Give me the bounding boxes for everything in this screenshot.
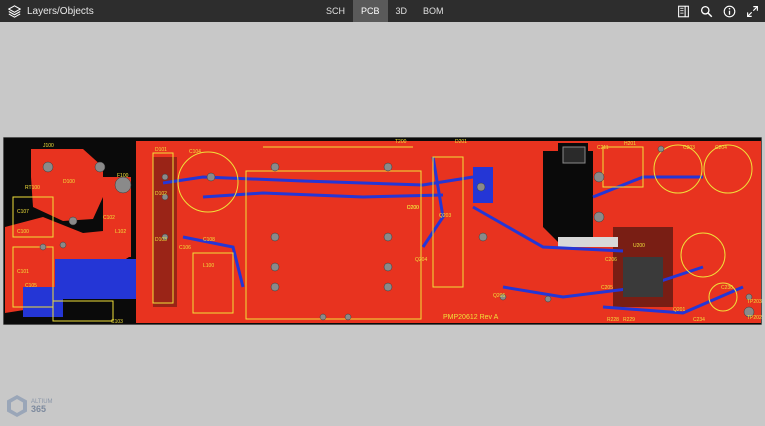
component-designator: D103 [155, 237, 167, 243]
component-designator: RT100 [25, 185, 40, 191]
altium-wordmark-line2: 365 [31, 404, 47, 414]
layers-objects-button[interactable]: Layers/Objects [8, 0, 94, 22]
component-designator: C106 [179, 245, 191, 251]
component-designator: F100 [117, 173, 129, 179]
component-designator: D102 [155, 191, 167, 197]
component-designator: R228 [607, 317, 619, 323]
layers-objects-label: Layers/Objects [27, 5, 94, 17]
tab-pcb[interactable]: PCB [353, 0, 388, 22]
component-designator: D201 [455, 139, 467, 145]
panel-toggle-icon [677, 5, 689, 17]
altium-wordmark-line1: ALTIUM [31, 399, 53, 405]
component-designator: J100 [43, 143, 54, 149]
component-designator: Q205 [493, 293, 505, 299]
component-designator: C203 [683, 145, 695, 151]
fullscreen-icon [746, 5, 758, 17]
component-designator: D200 [407, 205, 419, 211]
component-designator: C103 [111, 319, 123, 325]
tab-3d[interactable]: 3D [395, 6, 408, 16]
component-designator: C107 [17, 209, 29, 215]
component-designator: Q201 [673, 307, 685, 313]
component-designator: TP202 [747, 315, 762, 321]
component-designator: H201 [624, 141, 636, 147]
component-designator: C211 [597, 145, 609, 151]
component-designator: L100 [203, 263, 214, 269]
component-designator: T200 [395, 139, 407, 145]
component-designator: C104 [189, 149, 201, 155]
component-designator: C200 [407, 205, 419, 211]
component-designator: L102 [115, 229, 126, 235]
component-designator: C105 [25, 283, 37, 289]
component-designator: C206 [605, 257, 617, 263]
component-designator: C100 [17, 229, 29, 235]
tab-bom[interactable]: BOM [423, 6, 444, 16]
panel-toggle-button[interactable] [676, 4, 690, 18]
component-designator: D100 [63, 179, 75, 185]
layers-icon [8, 4, 21, 18]
tab-sch[interactable]: SCH [326, 6, 346, 16]
altium-logo: ALTIUM 365 [6, 394, 53, 418]
component-designator: C234 [693, 317, 705, 323]
component-designator: R229 [623, 317, 635, 323]
fullscreen-button[interactable] [745, 4, 759, 18]
component-designator: Q203 [439, 213, 451, 219]
component-designator: U200 [633, 243, 645, 249]
component-designator: D101 [155, 147, 167, 153]
info-button[interactable] [722, 4, 736, 18]
search-icon [700, 5, 712, 17]
component-designator: Q204 [415, 257, 427, 263]
altium-hex-icon [7, 395, 27, 417]
toolbar-tools [676, 0, 759, 22]
component-designator: C102 [103, 215, 115, 221]
component-designator: C108 [203, 237, 215, 243]
search-button[interactable] [699, 4, 713, 18]
board-revision-label: PMP20612 Rev A [443, 314, 499, 321]
component-designator: C230 [721, 285, 733, 291]
view-tabs: SCH PCB 3D BOM [318, 0, 452, 22]
component-designator: TP203 [747, 299, 762, 305]
component-designator: C204 [715, 145, 727, 151]
altium-wordmark: ALTIUM 365 [31, 399, 53, 414]
top-toolbar: Layers/Objects SCH PCB 3D BOM [0, 0, 765, 22]
component-designator: C101 [17, 269, 29, 275]
info-icon [723, 5, 735, 17]
component-designator: C205 [601, 285, 613, 291]
